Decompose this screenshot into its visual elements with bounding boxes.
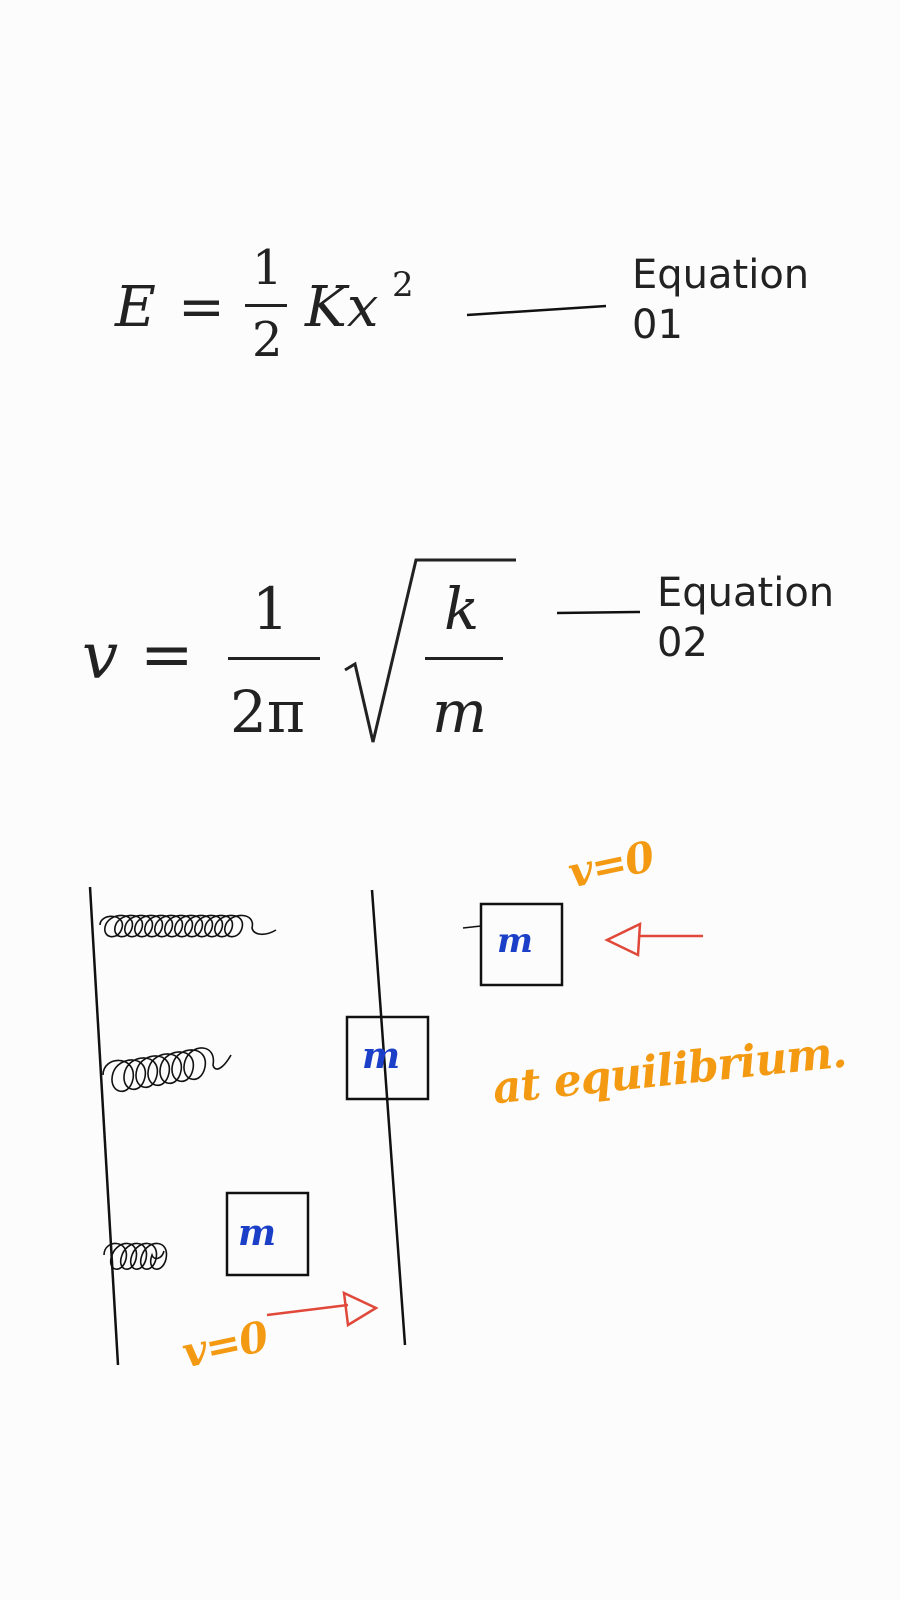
eq1-label: Equation 01 (632, 250, 809, 350)
eq1-exponent: 2 (392, 265, 414, 305)
spring-bottom (103, 1242, 168, 1270)
mass-label-bottom: m (238, 1212, 276, 1254)
spring-top (99, 914, 277, 938)
eq2-fraction-bar (228, 657, 320, 660)
eq1-energy-symbol: E (115, 275, 156, 340)
eq1-fraction-denominator: 2 (252, 312, 283, 368)
eq1-fraction-bar (245, 304, 287, 307)
left-wall-line (88, 886, 120, 1366)
spring-middle (102, 1047, 232, 1093)
equilibrium-line (370, 889, 407, 1346)
eq2-root-numerator: k (444, 575, 480, 643)
eq2-root-fraction-bar (425, 657, 503, 660)
mass-label-middle: m (362, 1035, 400, 1077)
mass-box-middle (345, 1015, 430, 1101)
eq2-label-number: 02 (657, 620, 708, 666)
eq2-root-denominator: m (432, 678, 487, 746)
mass-label-top: m (497, 921, 533, 961)
eq1-fraction-numerator: 1 (252, 240, 283, 296)
eq2-fraction-denominator: 2π (230, 678, 306, 746)
eq2-label: Equation 02 (657, 568, 834, 668)
arrow-right-icon (266, 1290, 379, 1328)
eq2-equals-sign: = (140, 618, 194, 692)
eq2-velocity-symbol: v (82, 620, 119, 694)
arrow-left-icon (604, 921, 703, 957)
mass-box-top (479, 902, 564, 987)
mass-box-bottom (225, 1191, 310, 1277)
eq1-equals-sign: = (178, 275, 225, 340)
eq1-label-title: Equation (632, 252, 810, 298)
eq2-fraction-numerator: 1 (252, 575, 289, 643)
eq2-label-title: Equation (657, 570, 835, 616)
eq1-label-number: 01 (632, 302, 683, 348)
eq1-spring-term: Kx (305, 275, 379, 340)
